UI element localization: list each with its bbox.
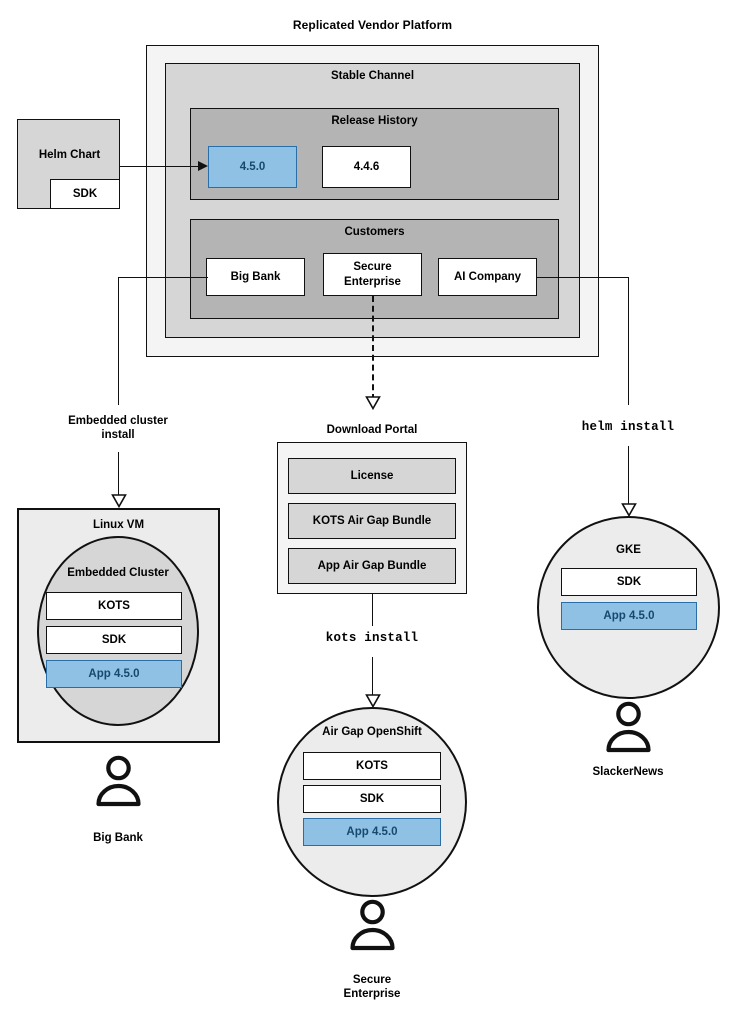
edge-helm-to-release-arrowhead — [198, 161, 208, 171]
edge-aicompany-v2 — [628, 446, 629, 509]
target-gke-label: GKE — [616, 544, 641, 556]
component-app[interactable]: App 4.5.0 — [561, 602, 697, 630]
edge-bigbank-arrowhead — [111, 494, 127, 508]
edge-portal-v1 — [372, 594, 373, 626]
person-icon — [94, 755, 143, 807]
edge-aicompany-h — [537, 277, 629, 278]
person-icon — [348, 899, 397, 951]
edge-secure-enterprise-dashed — [372, 296, 374, 400]
stable-channel-label: Stable Channel — [330, 70, 415, 82]
download-item-license[interactable]: License — [288, 458, 456, 494]
helm-chart-sdk-box[interactable]: SDK — [50, 179, 120, 209]
download-item-kots-air-gap-bundle[interactable]: KOTS Air Gap Bundle — [288, 503, 456, 539]
component-app[interactable]: App 4.5.0 — [46, 660, 182, 688]
release-version-label: 4.5.0 — [239, 161, 266, 173]
target-customer-label: Secure Enterprise — [343, 974, 401, 1000]
download-item-label: App Air Gap Bundle — [317, 560, 427, 572]
customer-ai-company[interactable]: AI Company — [438, 258, 537, 296]
edge-label-helm-install: helm install — [581, 420, 675, 434]
customer-name-label: Big Bank — [230, 271, 281, 283]
component-label: KOTS — [356, 760, 388, 772]
edge-secure-enterprise-arrowhead — [365, 396, 381, 410]
release-4-5-0[interactable]: 4.5.0 — [208, 146, 297, 188]
target-linux-vm-label: Linux VM — [92, 519, 145, 531]
customers-label: Customers — [344, 226, 405, 238]
component-label: SDK — [101, 634, 127, 646]
customer-secure-enterprise[interactable]: Secure Enterprise — [323, 253, 422, 296]
edge-helm-to-release — [120, 166, 200, 167]
component-label: App 4.5.0 — [346, 826, 398, 838]
person-icon — [604, 701, 653, 753]
edge-bigbank-v1 — [118, 277, 119, 405]
download-item-label: KOTS Air Gap Bundle — [312, 515, 432, 527]
page-title: Replicated Vendor Platform — [292, 18, 453, 32]
component-sdk[interactable]: SDK — [46, 626, 182, 654]
release-version-label: 4.4.6 — [353, 161, 380, 173]
customer-name-line2: Enterprise — [344, 275, 401, 288]
component-label: SDK — [616, 576, 642, 588]
download-item-label: License — [350, 470, 394, 482]
customer-name-label: AI Company — [453, 271, 522, 283]
download-portal-title: Download Portal — [326, 424, 418, 436]
embedded-cluster-label: Embedded Cluster — [67, 567, 169, 579]
component-label: KOTS — [98, 600, 130, 612]
target-air-gap-openshift-label: Air Gap OpenShift — [322, 726, 422, 738]
edge-portal-arrowhead — [365, 694, 381, 708]
customer-big-bank[interactable]: Big Bank — [206, 258, 305, 296]
component-label: App 4.5.0 — [88, 668, 140, 680]
edge-aicompany-v1 — [628, 277, 629, 405]
edge-bigbank-v2 — [118, 452, 119, 500]
download-item-app-air-gap-bundle[interactable]: App Air Gap Bundle — [288, 548, 456, 584]
customer-name-line1: Secure — [353, 260, 392, 273]
component-kots[interactable]: KOTS — [303, 752, 441, 780]
release-history-label: Release History — [331, 115, 418, 127]
component-sdk[interactable]: SDK — [303, 785, 441, 813]
edge-aicompany-arrowhead — [621, 503, 637, 517]
component-label: App 4.5.0 — [603, 610, 655, 622]
target-customer-label: Big Bank — [93, 832, 143, 844]
edge-bigbank-h — [118, 277, 208, 278]
edge-label-kots-install: kots install — [325, 631, 419, 645]
component-app[interactable]: App 4.5.0 — [303, 818, 441, 846]
component-kots[interactable]: KOTS — [46, 592, 182, 620]
component-sdk[interactable]: SDK — [561, 568, 697, 596]
target-customer-label: SlackerNews — [592, 766, 664, 778]
release-4-4-6[interactable]: 4.4.6 — [322, 146, 411, 188]
sdk-label: SDK — [72, 188, 98, 200]
helm-chart-label: Helm Chart — [38, 149, 101, 161]
edge-label-embedded-cluster-install: Embedded cluster install — [68, 415, 168, 441]
component-label: SDK — [359, 793, 385, 805]
edge-portal-v2 — [372, 657, 373, 700]
